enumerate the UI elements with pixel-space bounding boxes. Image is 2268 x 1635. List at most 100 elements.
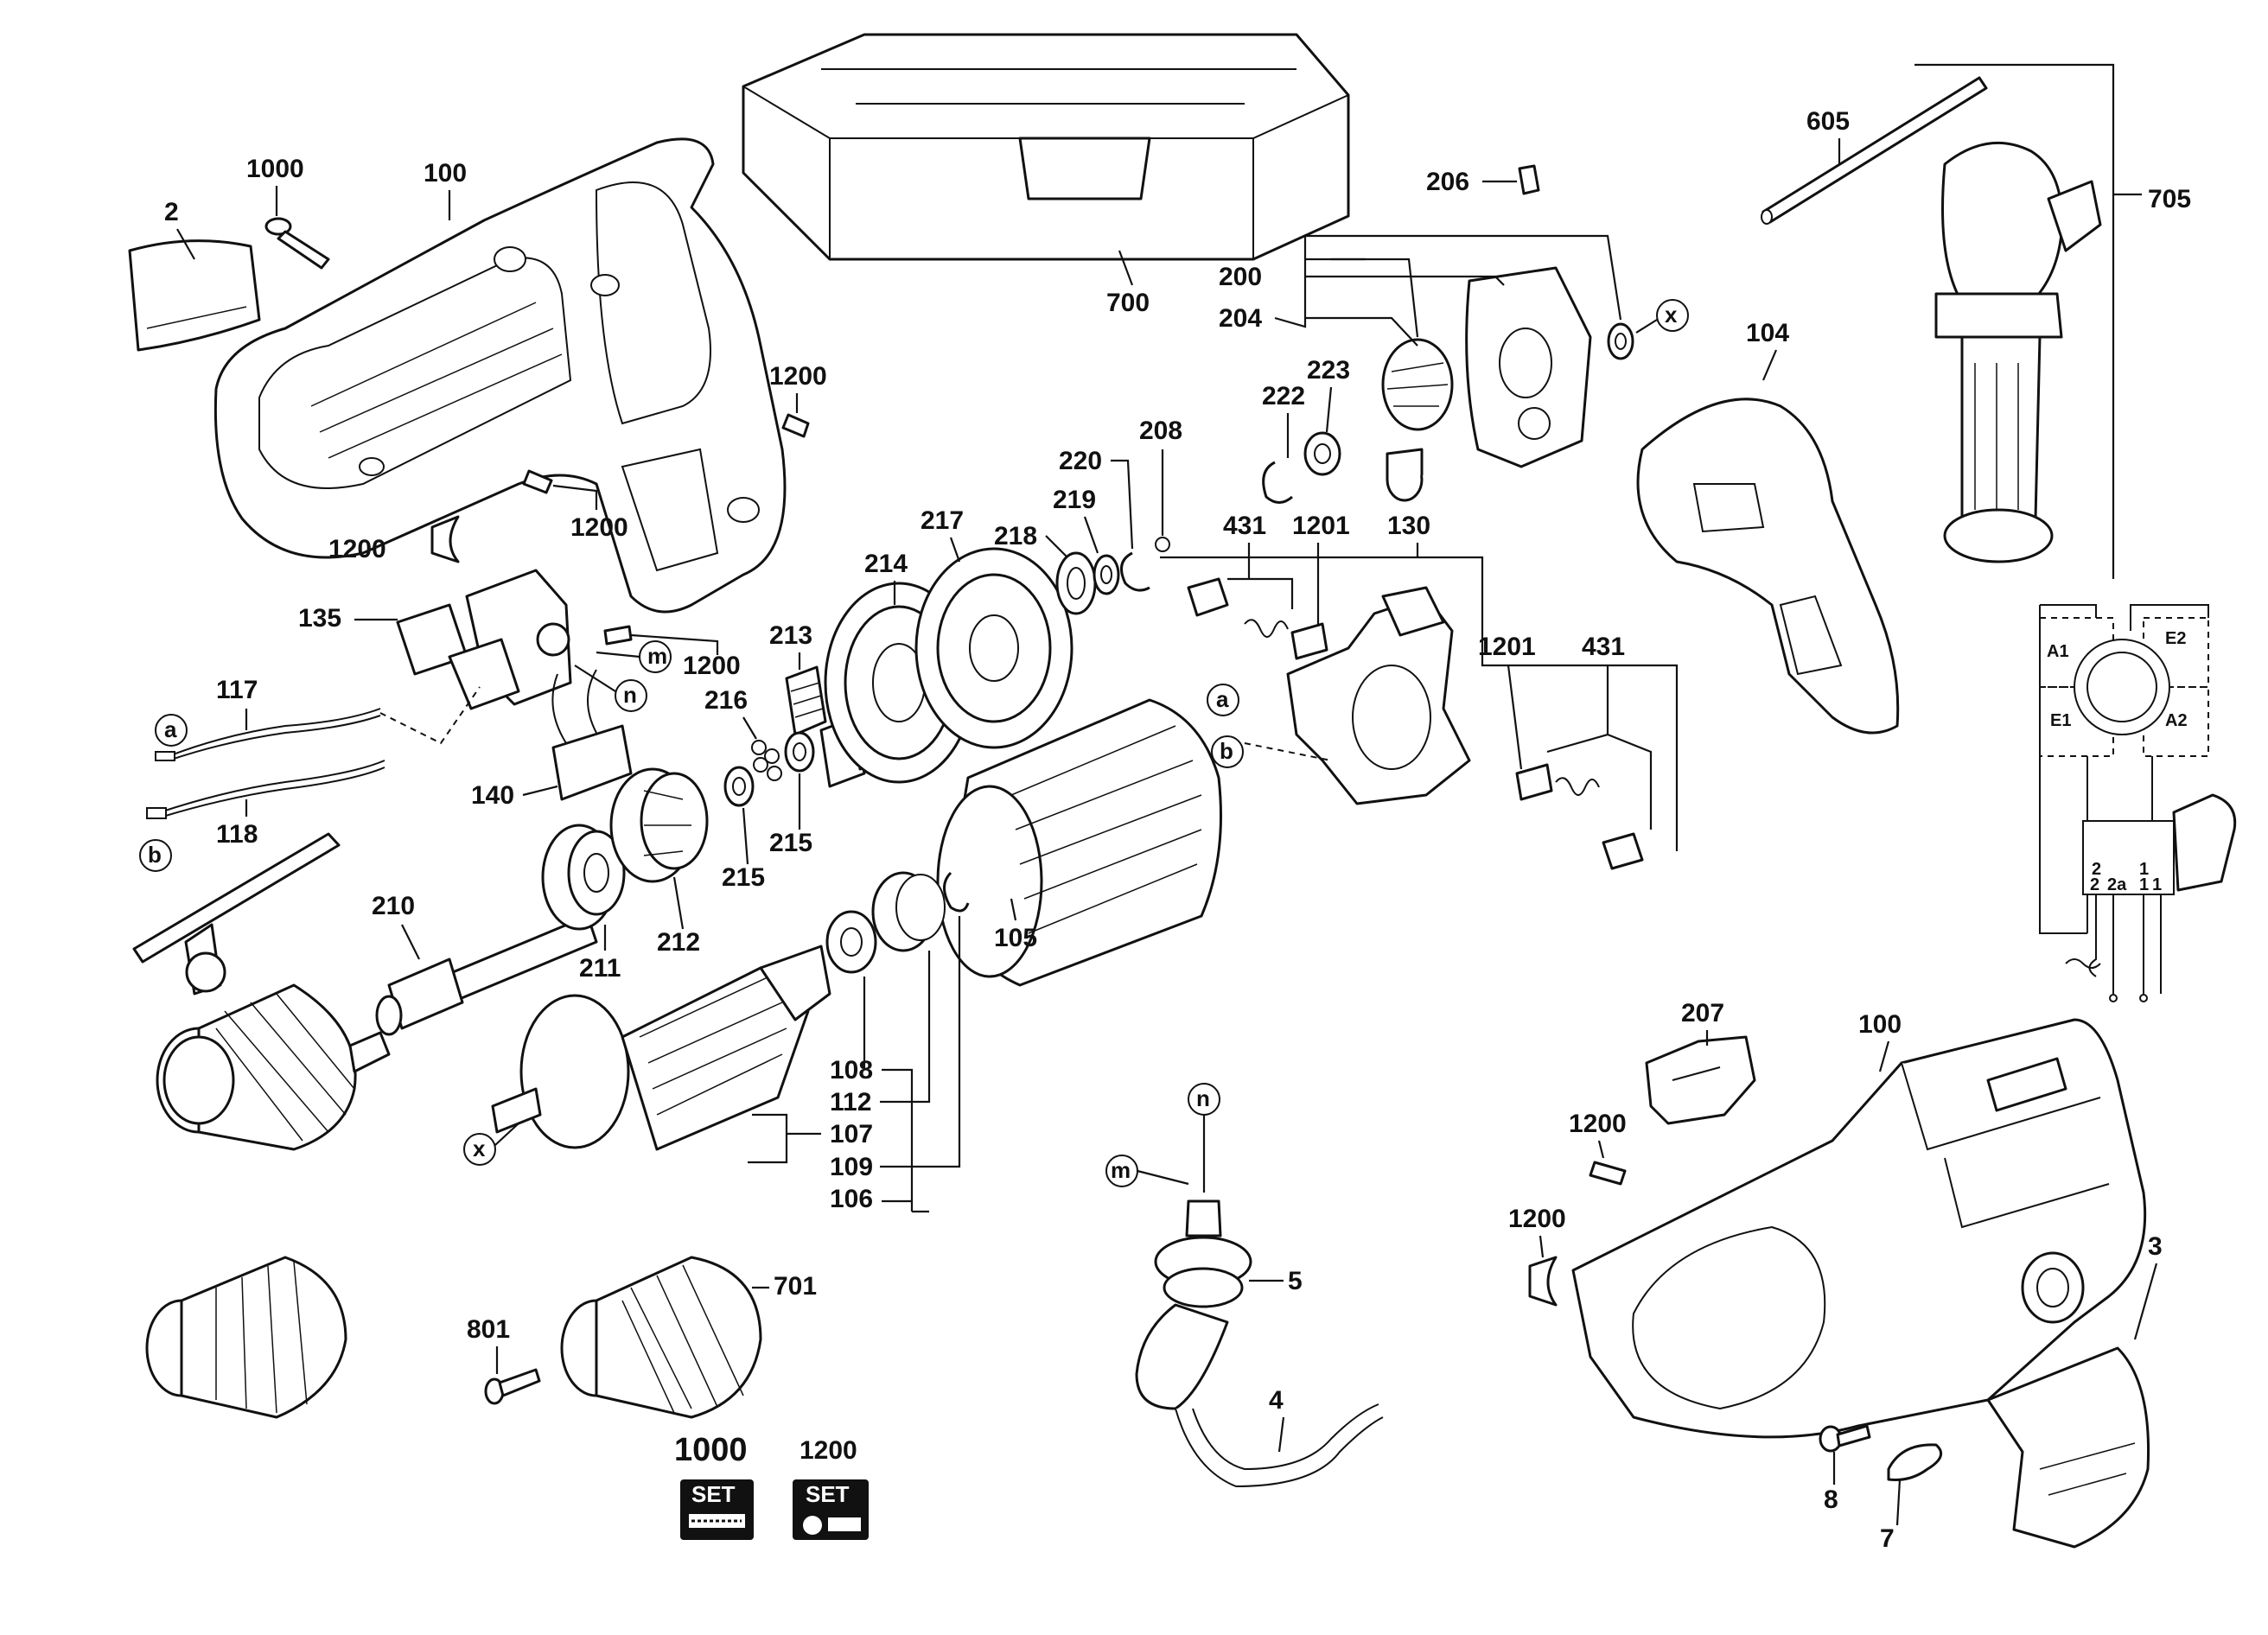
svg-text:n: n: [1196, 1085, 1210, 1111]
callout-211: 211: [579, 954, 621, 983]
callout-106: 106: [830, 1185, 873, 1213]
callout-206: 206: [1426, 168, 1469, 196]
svg-text:SET: SET: [806, 1481, 850, 1507]
callout-1200-b: 1200: [570, 513, 628, 542]
callout-204: 204: [1219, 304, 1262, 333]
svg-text:1: 1: [2152, 875, 2162, 894]
part-stator-field-105: [936, 698, 1222, 987]
callout-7: 7: [1880, 1524, 1895, 1553]
callout-431-b: 431: [1582, 633, 1625, 661]
callout-117: 117: [216, 676, 258, 704]
callout-130: 130: [1387, 512, 1430, 540]
part-cord-clamp-5: [1154, 1199, 1252, 1308]
part-washer-215-b: [723, 766, 755, 807]
connector-x-armature: x: [463, 1133, 496, 1166]
svg-text:1: 1: [2139, 860, 2149, 879]
callout-801: 801: [467, 1315, 510, 1344]
callout-104: 104: [1746, 319, 1789, 347]
callout-3: 3: [2148, 1232, 2163, 1261]
part-brush-holder-130: [1286, 586, 1471, 805]
part-bearing-cage-218: [1055, 551, 1097, 615]
callout-701: 701: [774, 1272, 817, 1301]
callout-207: 207: [1681, 999, 1724, 1027]
callout-214: 214: [864, 550, 908, 578]
callout-107: 107: [830, 1120, 873, 1148]
part-keyless-chuck-701: [560, 1256, 762, 1419]
part-brush-spring-1201-b: [1515, 763, 1600, 801]
part-gear-212: [609, 767, 709, 883]
svg-text:E1: E1: [2050, 711, 2071, 730]
part-washer-215-a: [784, 731, 815, 773]
connector-a-left: a: [155, 714, 188, 747]
svg-text:b: b: [148, 842, 162, 868]
callout-223: 223: [1307, 356, 1350, 385]
part-brush-cap-431-b: [1602, 832, 1644, 870]
part-gear-217: [914, 547, 1073, 749]
callout-1201-b: 1201: [1478, 633, 1536, 661]
svg-text:n: n: [623, 682, 637, 708]
callout-108: 108: [830, 1056, 873, 1085]
part-wire-117: [155, 708, 381, 761]
svg-text:2a: 2a: [2107, 875, 2127, 894]
connector-n-top: n: [615, 679, 647, 712]
part-bearing-sleeve: [1386, 448, 1424, 502]
part-clip-206: [1518, 164, 1540, 195]
callout-1200-d: 1200: [683, 652, 741, 680]
part-sleeve-112: [871, 871, 946, 952]
callout-215-a: 215: [769, 829, 812, 857]
part-handle-cover-104: [1636, 398, 1900, 735]
svg-text:A2: A2: [2165, 711, 2188, 730]
part-cord-clamp-plate-7: [1887, 1443, 1943, 1481]
callout-208: 208: [1139, 417, 1182, 445]
svg-text:E2: E2: [2165, 629, 2186, 648]
svg-text:x: x: [473, 1136, 486, 1161]
svg-text:2: 2: [2090, 875, 2099, 894]
callout-135: 135: [298, 604, 341, 633]
part-handle-lower-3: [1986, 1346, 2150, 1549]
callout-100-bottom: 100: [1858, 1010, 1902, 1039]
part-housing-assembled: [1571, 1018, 2147, 1439]
svg-text:1: 1: [2139, 875, 2149, 894]
callout-100-top: 100: [424, 159, 467, 188]
part-pinion-213: [785, 665, 827, 736]
part-cord-4: [1135, 1303, 1384, 1488]
callout-1200-c: 1200: [328, 535, 386, 563]
part-washer-219: [1093, 554, 1120, 595]
part-screw-8: [1819, 1424, 1871, 1453]
part-label-sheet: [128, 239, 261, 352]
part-capacitor-140: [551, 669, 633, 801]
part-bearing-108: [825, 910, 877, 974]
part-spindle-210: [375, 914, 598, 1036]
part-pin-1200-e: [1589, 1161, 1627, 1186]
callout-220: 220: [1059, 447, 1102, 475]
callout-1201-a: 1201: [1292, 512, 1350, 540]
connector-m-cord: m: [1105, 1155, 1138, 1187]
connector-n-cord: n: [1188, 1083, 1220, 1116]
part-washer-223: [1303, 431, 1341, 476]
part-circlip-222: [1262, 461, 1293, 504]
part-chuck-alt: [145, 1256, 347, 1419]
callout-213: 213: [769, 621, 812, 650]
callout-109: 109: [830, 1153, 873, 1181]
svg-text:2: 2: [2092, 860, 2101, 879]
connector-x-top: x: [1656, 299, 1689, 332]
part-chuck-key: [132, 832, 341, 996]
connector-b-left: b: [139, 839, 172, 872]
svg-text:x: x: [1665, 302, 1678, 328]
part-side-handle-705: [1934, 141, 2102, 563]
callout-5: 5: [1288, 1267, 1303, 1295]
part-switch-cover-207: [1645, 1035, 1756, 1125]
callout-215-b: 215: [722, 863, 765, 892]
part-clip-1200-f: [1528, 1256, 1558, 1307]
callout-431-a: 431: [1223, 512, 1266, 540]
callout-705: 705: [2148, 185, 2191, 213]
part-keyed-chuck: [156, 983, 391, 1151]
connector-m-top: m: [639, 640, 672, 673]
callout-1200-e: 1200: [1569, 1110, 1627, 1138]
callout-700: 700: [1106, 289, 1150, 317]
part-bearing-211: [541, 824, 626, 931]
svg-text:A1: A1: [2047, 642, 2069, 661]
part-brush-cap-431-a: [1187, 577, 1229, 617]
svg-text:1200: 1200: [800, 1436, 857, 1465]
